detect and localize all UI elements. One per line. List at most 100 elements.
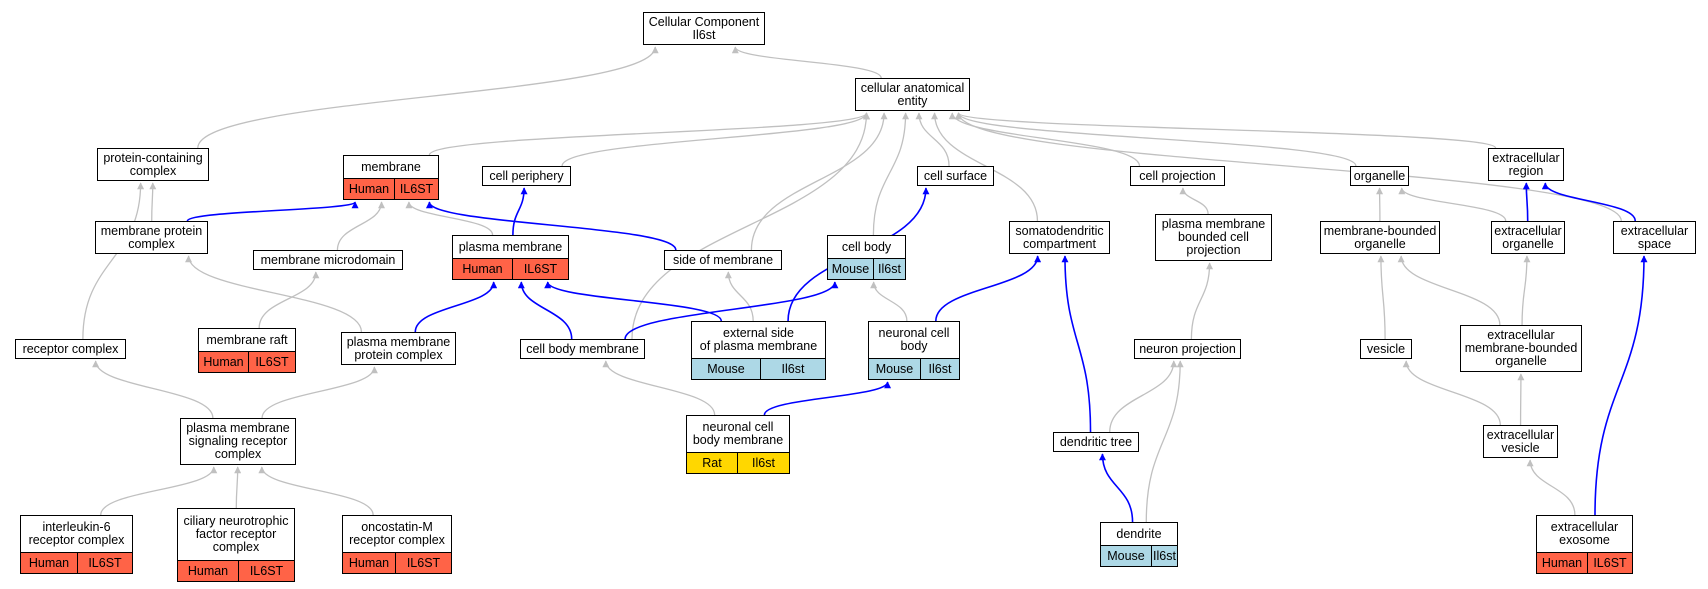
species-badge: Rat bbox=[687, 453, 737, 473]
node-sdc[interactable]: somatodendritic compartment bbox=[1009, 221, 1110, 254]
edge-nproj-to-pmbcp bbox=[1190, 262, 1214, 340]
edge-dend-to-dtree bbox=[1098, 453, 1134, 523]
edge-exorg-to-exreg bbox=[1522, 182, 1530, 222]
node-exmbo[interactable]: extracellular membrane-bounded organelle bbox=[1460, 325, 1582, 372]
node-mmd[interactable]: membrane microdomain bbox=[253, 250, 403, 270]
node-ves[interactable]: vesicle bbox=[1360, 339, 1412, 359]
node-csurf[interactable]: cell surface bbox=[917, 166, 994, 186]
edge-cbm-to-cae bbox=[631, 112, 870, 340]
node-label: plasma membrane bounded cell projection bbox=[1161, 217, 1266, 257]
edge-pm-to-mem bbox=[405, 201, 494, 236]
edge-cper-to-cae bbox=[561, 112, 870, 167]
edge-pmsrc-to-pmpc bbox=[261, 366, 378, 419]
node-dtree[interactable]: dendritic tree bbox=[1053, 432, 1139, 452]
species-badge: Mouse bbox=[692, 359, 760, 379]
edge-pmbcp-to-cproj bbox=[1179, 187, 1209, 215]
node-label: interleukin-6 receptor complex bbox=[28, 520, 125, 547]
species-badge: Mouse bbox=[869, 359, 920, 379]
edge-cbody-to-cae bbox=[872, 112, 910, 236]
edge-cproj-to-cae bbox=[948, 112, 1141, 167]
edge-pmpc-to-pm bbox=[414, 281, 498, 333]
edge-mpc-to-mem bbox=[186, 201, 359, 222]
node-exsp[interactable]: extracellular space bbox=[1613, 221, 1696, 254]
species-badge: Human bbox=[343, 553, 395, 573]
node-label: organelle bbox=[1353, 168, 1406, 183]
node-pmpc[interactable]: plasma membrane protein complex bbox=[341, 332, 456, 365]
node-label: extracellular exosome bbox=[1550, 520, 1619, 547]
edge-dend-to-nproj bbox=[1145, 360, 1184, 523]
node-exreg[interactable]: extracellular region bbox=[1488, 148, 1564, 181]
node-label: vesicle bbox=[1366, 341, 1406, 356]
edge-som-to-mem bbox=[425, 201, 677, 251]
node-cper[interactable]: cell periphery bbox=[482, 166, 571, 186]
node-cbm[interactable]: cell body membrane bbox=[520, 339, 645, 359]
node-label: receptor complex bbox=[22, 341, 119, 356]
edge-pmsrc-to-rc bbox=[92, 360, 214, 419]
node-label: plasma membrane bbox=[458, 239, 563, 254]
node-label: plasma membrane signaling receptor compl… bbox=[186, 421, 290, 461]
node-pmbcp[interactable]: plasma membrane bounded cell projection bbox=[1155, 214, 1272, 261]
edge-mpc-to-pcc bbox=[149, 182, 157, 222]
edge-exo-to-exsp bbox=[1594, 255, 1648, 516]
gene-badge: Il6st bbox=[760, 359, 825, 379]
node-nproj[interactable]: neuron projection bbox=[1134, 339, 1241, 359]
edge-cntf-to-pmsrc bbox=[234, 466, 242, 509]
gene-badge: Il6st bbox=[1151, 546, 1177, 566]
edge-mem-to-cae bbox=[428, 112, 870, 156]
edge-cbm-to-pm bbox=[517, 281, 573, 340]
node-label: cell periphery bbox=[489, 168, 564, 183]
edge-ncb-to-sdc bbox=[935, 255, 1042, 322]
node-pmsrc[interactable]: plasma membrane signaling receptor compl… bbox=[180, 418, 296, 465]
node-label: extracellular space bbox=[1620, 223, 1689, 251]
node-label: extracellular organelle bbox=[1494, 223, 1562, 251]
node-org[interactable]: organelle bbox=[1350, 166, 1409, 186]
node-exves[interactable]: extracellular vesicle bbox=[1483, 425, 1558, 458]
node-cproj[interactable]: cell projection bbox=[1130, 166, 1225, 186]
node-cntf[interactable]: ciliary neurotrophic factor receptor com… bbox=[177, 508, 295, 582]
edge-exsp-to-exreg bbox=[1541, 182, 1637, 222]
edge-pm-to-cper bbox=[512, 187, 528, 236]
node-exorg[interactable]: extracellular organelle bbox=[1491, 221, 1565, 254]
node-rc[interactable]: receptor complex bbox=[15, 339, 126, 359]
node-cc[interactable]: Cellular Component Il6st bbox=[643, 12, 765, 45]
edge-dtree-to-sdc bbox=[1061, 255, 1092, 433]
species-badge: Human bbox=[199, 352, 248, 372]
gene-badge: Il6st bbox=[920, 359, 959, 379]
node-mbo[interactable]: membrane-bounded organelle bbox=[1320, 221, 1440, 254]
edge-rc-to-pcc bbox=[82, 182, 145, 340]
edge-exmbo-to-exorg bbox=[1521, 255, 1531, 326]
node-label: extracellular vesicle bbox=[1486, 427, 1555, 455]
edge-mraft-to-mmd bbox=[258, 271, 320, 329]
edge-ves-to-mbo bbox=[1377, 255, 1386, 340]
edge-espm-to-som bbox=[724, 271, 754, 322]
node-label: cellular anatomical entity bbox=[860, 80, 965, 108]
node-label: oncostatin-M receptor complex bbox=[349, 520, 445, 547]
edge-csurf-to-cae bbox=[915, 112, 950, 167]
gene-badge: IL6ST bbox=[512, 259, 568, 279]
species-badge: Human bbox=[21, 553, 77, 573]
node-pcc[interactable]: protein-containing complex bbox=[97, 148, 209, 181]
node-label: neuronal cell body bbox=[878, 326, 950, 353]
node-mpc[interactable]: membrane protein complex bbox=[95, 221, 208, 254]
node-som[interactable]: side of membrane bbox=[664, 250, 782, 270]
node-cae[interactable]: cellular anatomical entity bbox=[855, 78, 970, 111]
species-badge: Mouse bbox=[828, 259, 873, 279]
